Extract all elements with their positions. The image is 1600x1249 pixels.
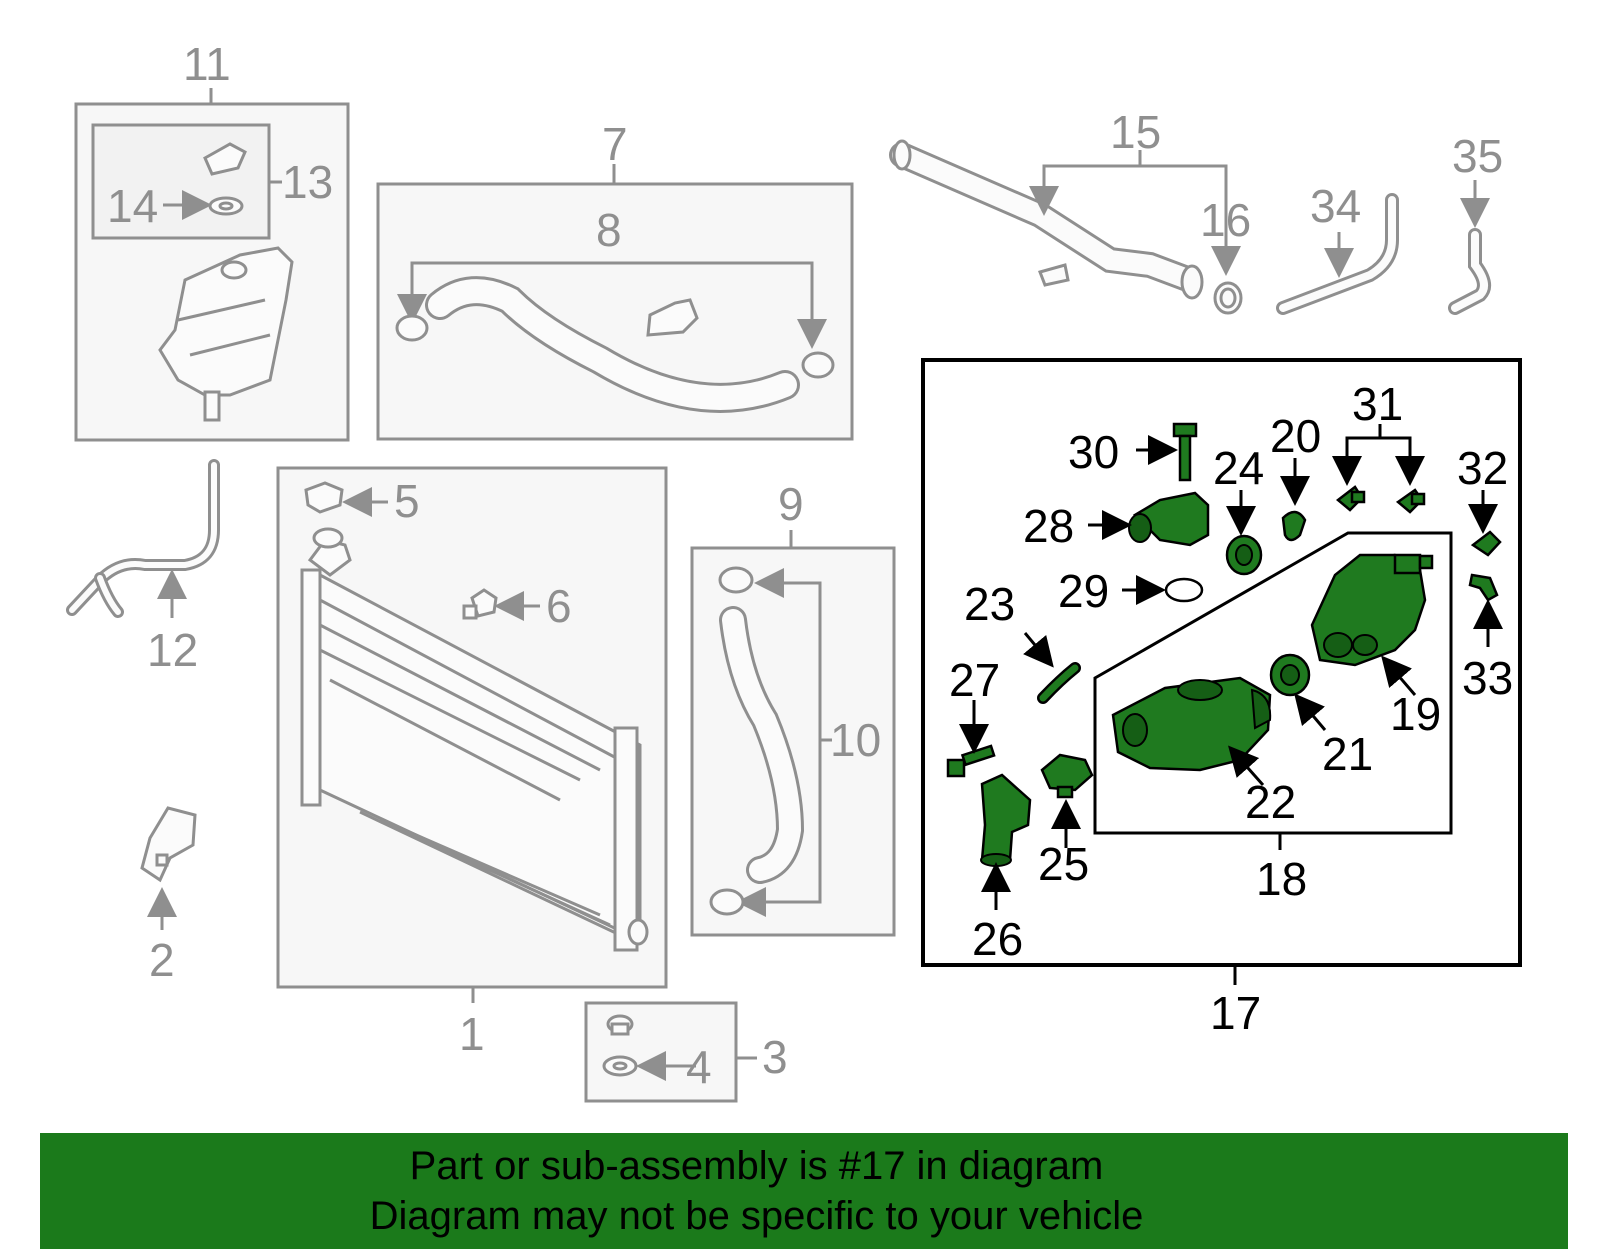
outlet-26 (980, 773, 1032, 910)
reservoir-group (74, 88, 350, 442)
callout-4: 4 (686, 1041, 712, 1093)
water-outlet-19 (1310, 553, 1434, 696)
callout-30: 30 (1068, 426, 1119, 478)
callout-32: 32 (1457, 442, 1508, 494)
hose-12 (66, 459, 220, 618)
o-ring-29 (1122, 575, 1204, 605)
seal-21 (1269, 653, 1327, 731)
callout-21: 21 (1322, 728, 1373, 780)
assembly-17-box (921, 358, 1522, 985)
cap-group-3 (584, 1001, 757, 1103)
clip-33 (1468, 573, 1503, 647)
callout-15: 15 (1110, 106, 1161, 158)
callout-14: 14 (107, 180, 158, 232)
gasket-23 (1023, 632, 1081, 704)
callout-28: 28 (1023, 500, 1074, 552)
callout-11: 11 (183, 38, 231, 90)
callout-26: 26 (972, 913, 1023, 965)
callout-13: 13 (282, 156, 333, 208)
callout-9: 9 (778, 478, 804, 530)
callout-33: 33 (1462, 652, 1513, 704)
banner-line-2: Diagram may not be specific to your vehi… (369, 1194, 1144, 1238)
callout-2: 2 (149, 934, 175, 986)
callout-24: 24 (1213, 442, 1264, 494)
upper-hose-group (376, 164, 854, 441)
hose-35 (1448, 180, 1491, 315)
bolt-27 (946, 700, 996, 778)
callout-25: 25 (1038, 838, 1089, 890)
banner-line-1: Part or sub-assembly is #17 in diagram (409, 1144, 1104, 1188)
hose-34 (1276, 193, 1399, 315)
fitting-28 (1088, 491, 1210, 547)
callout-18: 18 (1256, 853, 1307, 905)
callout-12: 12 (147, 624, 198, 676)
callout-29: 29 (1058, 565, 1109, 617)
clip-32 (1468, 490, 1502, 557)
bracket-2 (140, 806, 197, 930)
notice-banner: Part or sub-assembly is #17 in diagram D… (40, 1133, 1568, 1249)
water-pipe-15 (889, 139, 1243, 315)
bolt-30 (1136, 422, 1198, 482)
gasket-20 (1280, 458, 1310, 542)
lower-hose-group (690, 530, 896, 937)
thermostat-housing-22 (1111, 676, 1272, 786)
callout-16: 16 (1200, 194, 1251, 246)
thermostat-25 (1040, 753, 1094, 848)
callout-8: 8 (596, 204, 622, 256)
callout-22: 22 (1245, 776, 1296, 828)
callout-10: 10 (830, 714, 881, 766)
callout-19: 19 (1390, 688, 1441, 740)
callout-23: 23 (964, 578, 1015, 630)
callout-27: 27 (949, 654, 1000, 706)
seal-24 (1225, 490, 1263, 576)
callout-5: 5 (394, 475, 420, 527)
clips-31 (1332, 424, 1426, 514)
callout-3: 3 (762, 1031, 788, 1083)
callout-34: 34 (1310, 180, 1361, 232)
callout-20: 20 (1270, 410, 1321, 462)
callout-31: 31 (1352, 378, 1403, 430)
callout-6: 6 (546, 580, 572, 632)
callout-7: 7 (602, 118, 628, 170)
callout-1: 1 (459, 1008, 485, 1060)
radiator-group (276, 466, 668, 1003)
callout-35: 35 (1452, 130, 1503, 182)
callout-17: 17 (1210, 987, 1261, 1039)
